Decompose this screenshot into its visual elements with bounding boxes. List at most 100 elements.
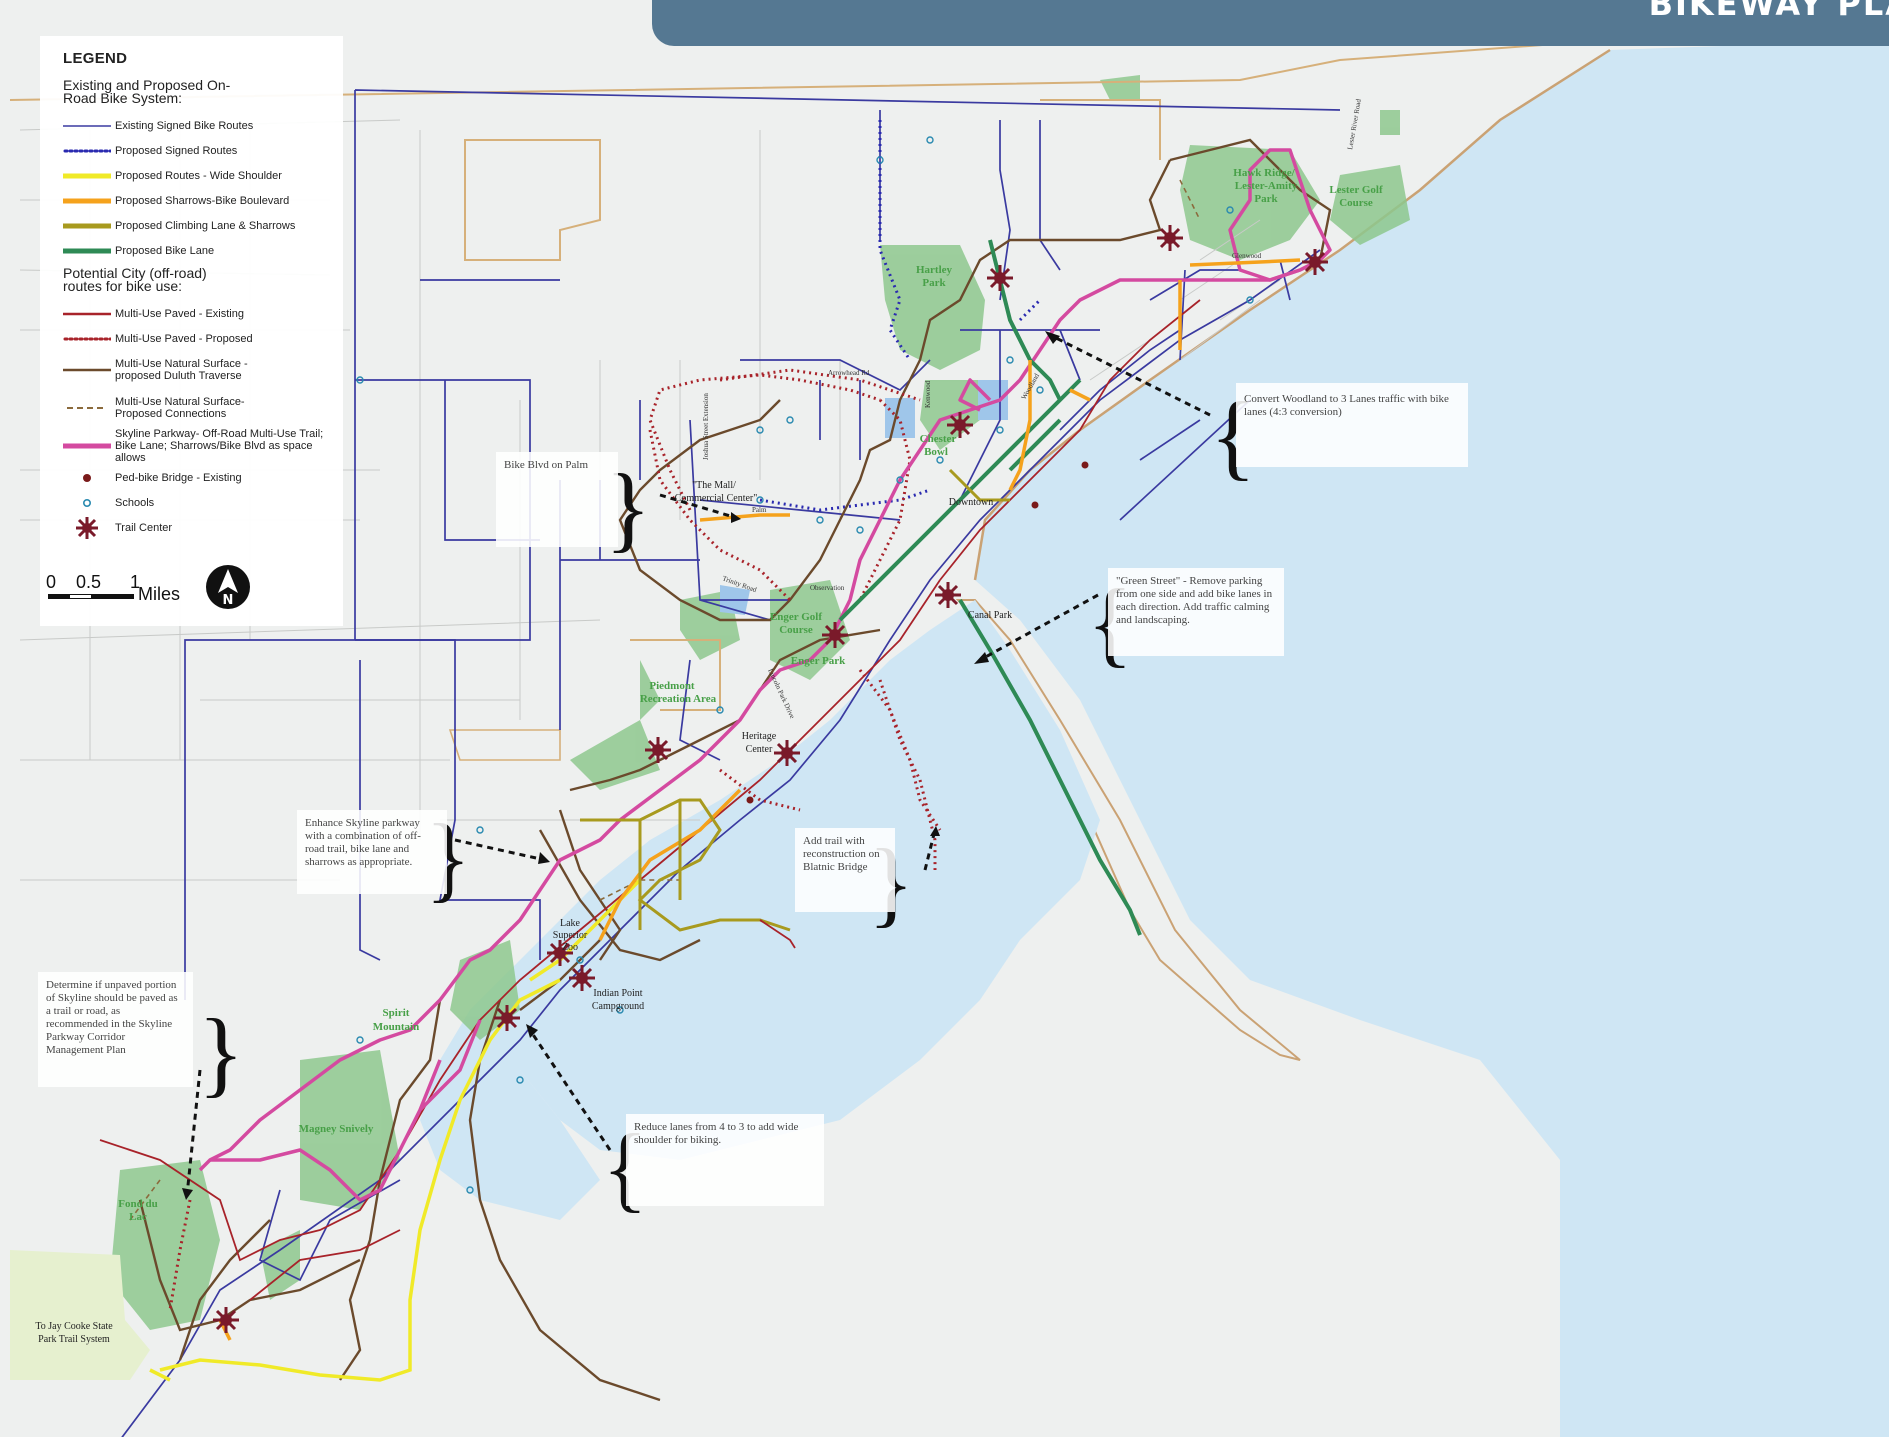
svg-text:Enger Golf: Enger Golf — [770, 611, 822, 623]
callout-palm: Bike Blvd on Palm — [496, 452, 618, 547]
proposed-bike-lane — [838, 239, 1142, 936]
existing-signed-bike-routes — [121, 89, 1341, 1437]
svg-text:Commercial Center": Commercial Center" — [675, 493, 758, 504]
label-hawk-ridge: Hawk Ridge/ — [1233, 167, 1295, 179]
legend-swatch-icon — [63, 219, 111, 233]
svg-text:Hawk Ridge/: Hawk Ridge/ — [1233, 167, 1295, 179]
svg-text:Enger Park: Enger Park — [791, 655, 846, 667]
svg-text:Bowl: Bowl — [924, 446, 948, 458]
legend-item: Schools — [63, 490, 343, 515]
scale-tick-1: 1 — [130, 572, 141, 592]
legend-group-off-road: Potential City (off-road) routes for bik… — [63, 265, 207, 294]
legend-item-label: Proposed Routes - Wide Shoulder — [115, 169, 282, 182]
svg-text:Park: Park — [922, 277, 946, 289]
legend-swatch-icon — [63, 144, 111, 158]
legend-swatch-icon — [63, 401, 111, 415]
svg-text:Lester Golf: Lester Golf — [1329, 184, 1383, 196]
svg-text:Course: Course — [779, 624, 813, 636]
legend-item-label: Multi-Use Natural Surface- Proposed Conn… — [115, 396, 245, 420]
legend-item: Proposed Bike Lane — [63, 238, 343, 263]
svg-text:}: } — [198, 999, 244, 1106]
legend-item: Proposed Routes - Wide Shoulder — [63, 163, 343, 188]
scale-bar: 0 0.5 1 Miles — [46, 572, 180, 604]
svg-text:Observation: Observation — [810, 584, 845, 592]
legend-item: Proposed Climbing Lane & Sharrows — [63, 213, 343, 238]
legend-item: Ped-bike Bridge - Existing — [63, 465, 343, 490]
legend-item-label: Trail Center — [115, 521, 173, 534]
svg-text:Park: Park — [1254, 193, 1278, 205]
svg-text:N: N — [223, 593, 234, 608]
callout-blatnik: Add trail with reconstruction on Blatnic… — [795, 828, 895, 912]
legend-swatch-icon — [63, 244, 111, 258]
legend-item: Multi-Use Natural Surface - proposed Dul… — [63, 351, 343, 389]
legend-swatch-icon — [63, 194, 111, 208]
callout-green-street: "Green Street" - Remove parking from one… — [1108, 568, 1284, 656]
ped-bike-bridges — [746, 461, 1089, 804]
svg-text:Campground: Campground — [592, 1001, 644, 1012]
svg-text:Mountain: Mountain — [373, 1021, 419, 1033]
svg-text:Canal Park: Canal Park — [968, 610, 1012, 621]
legend-item-label: Proposed Signed Routes — [115, 144, 238, 157]
svg-text:Indian Point: Indian Point — [593, 988, 642, 999]
trail-centers — [213, 225, 1328, 1333]
svg-text:Park Trail System: Park Trail System — [38, 1334, 110, 1345]
svg-text:Downtown: Downtown — [949, 497, 993, 508]
legend-item-label: Proposed Bike Lane — [115, 244, 215, 257]
page-title: BIKEWAY PLA — [1648, 0, 1889, 23]
callout-woodland: Convert Woodland to 3 Lanes traffic with… — [1236, 383, 1468, 467]
legend-item-label: Skyline Parkway- Off-Road Multi-Use Trai… — [115, 428, 324, 464]
callout-skyline-enhance: Enhance Skyline parkway with a combinati… — [297, 810, 447, 894]
legend-item: Proposed Signed Routes — [63, 138, 343, 163]
legend-item-label: Ped-bike Bridge - Existing — [115, 471, 242, 484]
legend-swatch-icon — [63, 471, 111, 485]
svg-text:Chester: Chester — [920, 433, 957, 445]
lake-superior — [975, 40, 1889, 1437]
legend: LEGEND Existing and Proposed On-Road Bik… — [40, 36, 343, 626]
svg-text:Joshua Street Extension: Joshua Street Extension — [702, 393, 710, 460]
legend-title: LEGEND — [63, 50, 128, 67]
city-boundary — [9, 39, 1611, 101]
svg-text:Lake: Lake — [560, 918, 581, 929]
callout-unpaved: Determine if unpaved portion of Skyline … — [38, 972, 193, 1087]
legend-swatch-icon — [63, 332, 111, 346]
scale-unit: Miles — [138, 584, 181, 604]
proposed-signed-routes — [759, 120, 1042, 512]
legend-group-on-road: Existing and Proposed On-Road Bike Syste… — [63, 77, 231, 106]
svg-text:Piedmont: Piedmont — [649, 680, 695, 692]
legend-swatch-icon — [63, 169, 111, 183]
multi-use-paved-proposed — [168, 368, 942, 1311]
north-arrow-icon: N — [204, 563, 252, 611]
callout-reduce-lanes: Reduce lanes from 4 to 3 to add wide sho… — [626, 1114, 824, 1206]
svg-text:Center: Center — [746, 744, 773, 755]
header-bar: BIKEWAY PLA — [652, 0, 1889, 46]
legend-item: Multi-Use Natural Surface- Proposed Conn… — [63, 389, 343, 427]
legend-item-label: Multi-Use Paved - Existing — [115, 307, 244, 320]
svg-text:Fond du: Fond du — [118, 1198, 157, 1210]
proposed-sharrows-bike-boulevard — [218, 258, 1301, 1341]
svg-text:Hartley: Hartley — [916, 264, 953, 276]
svg-text:Arrowhead Rd: Arrowhead Rd — [828, 369, 870, 377]
legend-swatch-icon — [63, 307, 111, 321]
svg-text:Heritage: Heritage — [742, 731, 777, 742]
legend-swatch-icon — [63, 439, 111, 453]
legend-item: Trail Center — [63, 515, 343, 540]
svg-text:Course: Course — [1339, 197, 1373, 209]
legend-item-label: Multi-Use Paved - Proposed — [115, 332, 253, 345]
legend-swatch-icon — [63, 363, 111, 377]
svg-text:To Jay Cooke State: To Jay Cooke State — [35, 1321, 113, 1332]
legend-item: Multi-Use Paved - Proposed — [63, 326, 343, 351]
legend-item-label: Existing Signed Bike Routes — [115, 119, 254, 132]
svg-text:Kenwood: Kenwood — [924, 380, 932, 408]
skyline-parkway — [198, 148, 1332, 1202]
legend-item-label: Multi-Use Natural Surface - proposed Dul… — [115, 358, 248, 382]
svg-text:Spirit: Spirit — [383, 1007, 410, 1019]
legend-swatch-icon — [63, 496, 111, 510]
svg-text:Magney Snively: Magney Snively — [299, 1123, 374, 1135]
svg-text:Lester-Amity: Lester-Amity — [1235, 180, 1298, 192]
scale-tick-0: 0 — [46, 572, 57, 592]
schools — [356, 136, 1254, 1194]
legend-swatch-icon — [63, 516, 111, 539]
